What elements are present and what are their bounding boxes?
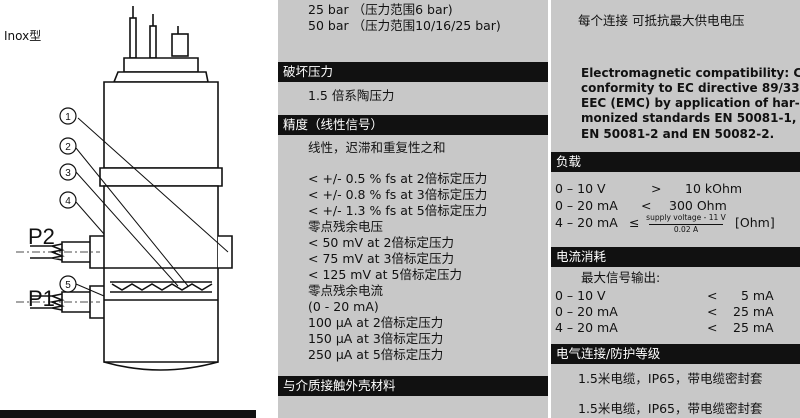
accuracy-line: 零点残余电压 bbox=[308, 219, 384, 234]
accuracy-line: 100 μA at 2倍标定压力 bbox=[308, 315, 444, 330]
emc-line: monized standards EN 50081-1, bbox=[581, 111, 797, 125]
drawing-column: 1 2 3 4 5 P2 P1 Inox型 bbox=[0, 0, 278, 418]
max-signal-label: 最大信号输出: bbox=[581, 270, 661, 285]
callout-1-label: 1 bbox=[65, 112, 71, 123]
port-p2-label: P2 bbox=[28, 224, 55, 249]
accuracy-line: < +/- 0.8 % fs at 3倍标定压力 bbox=[308, 187, 488, 202]
callout-1 bbox=[59, 107, 77, 125]
accuracy-header: 精度（线性信号） bbox=[278, 115, 548, 135]
sensor-drawing: 1 2 3 4 5 P2 P1 bbox=[16, 6, 233, 371]
bottom-divider bbox=[0, 410, 256, 418]
connection-line: 1.5米电缆，IP65，带电缆密封套 bbox=[578, 401, 763, 416]
spec-column-right: 每个连接 可抵抗最大供电电压 Electromagnetic compatibi… bbox=[551, 0, 800, 418]
accuracy-line: 150 μA at 3倍标定压力 bbox=[308, 331, 444, 346]
callout-5 bbox=[59, 275, 77, 293]
accuracy-line: < 75 mV at 3倍标定压力 bbox=[308, 251, 455, 266]
variant-label: Inox型 bbox=[4, 29, 42, 43]
port-p1-label: P1 bbox=[28, 286, 55, 311]
callout-4-label: 4 bbox=[65, 196, 71, 207]
load-header: 负载 bbox=[551, 152, 800, 172]
emc-line: conformity to EC directive 89/336 bbox=[581, 81, 800, 95]
accuracy-line: 线性，迟滞和重复性之和 bbox=[308, 140, 446, 155]
callout-5-label: 5 bbox=[65, 280, 71, 291]
pressure-line-2: 50 bar （压力范围10/16/25 bar) bbox=[308, 18, 501, 33]
accuracy-line: < 125 mV at 5倍标定压力 bbox=[308, 267, 462, 282]
callout-3 bbox=[59, 163, 77, 181]
fraction-line bbox=[649, 224, 723, 225]
accuracy-line: < +/- 0.5 % fs at 2倍标定压力 bbox=[308, 171, 488, 186]
electrical-connection-header: 电气连接/防护等级 bbox=[551, 344, 800, 364]
pressure-line-1: 25 bar （压力范围6 bar) bbox=[308, 2, 453, 17]
formula-numerator: supply voltage - 11 V bbox=[646, 213, 726, 222]
accuracy-line: 零点残余电流 bbox=[308, 283, 384, 298]
emc-line: Electromagnetic compatibility: CE bbox=[581, 66, 800, 80]
callout-4 bbox=[59, 191, 77, 209]
accuracy-line: (0 - 20 mA) bbox=[308, 299, 379, 314]
load-row-formula: 4 – 20 mA ≤ supply voltage - 11 V 0.02 A… bbox=[555, 213, 775, 234]
spec-column-middle: 25 bar （压力范围6 bar) 50 bar （压力范围10/16/25 … bbox=[278, 0, 548, 418]
callout-2 bbox=[59, 137, 77, 155]
supply-protection-text: 每个连接 可抵抗最大供电电压 bbox=[578, 13, 745, 28]
column-separator bbox=[548, 0, 551, 418]
formula-denominator: 0.02 A bbox=[673, 225, 699, 234]
connection-line: 1.5米电缆，IP65，带电缆密封套 bbox=[578, 371, 763, 386]
burst-pressure-text: 1.5 倍系陶压力 bbox=[308, 88, 395, 103]
accuracy-line: < +/- 1.3 % fs at 5倍标定压力 bbox=[308, 203, 488, 218]
emc-line: EEC (EMC) by application of har- bbox=[581, 96, 800, 110]
housing-material-header: 与介质接触外壳材料 bbox=[278, 376, 548, 396]
callout-2-label: 2 bbox=[65, 142, 71, 153]
accuracy-line: < 50 mV at 2倍标定压力 bbox=[308, 235, 455, 250]
callout-3-label: 3 bbox=[65, 168, 71, 179]
current-consumption-header: 电流消耗 bbox=[551, 247, 800, 267]
emc-line: EN 50081-2 and EN 50082-2. bbox=[581, 127, 775, 141]
column-separator bbox=[275, 0, 278, 418]
accuracy-line: 250 μA at 5倍标定压力 bbox=[308, 347, 444, 362]
burst-pressure-header: 破坏压力 bbox=[278, 62, 548, 82]
